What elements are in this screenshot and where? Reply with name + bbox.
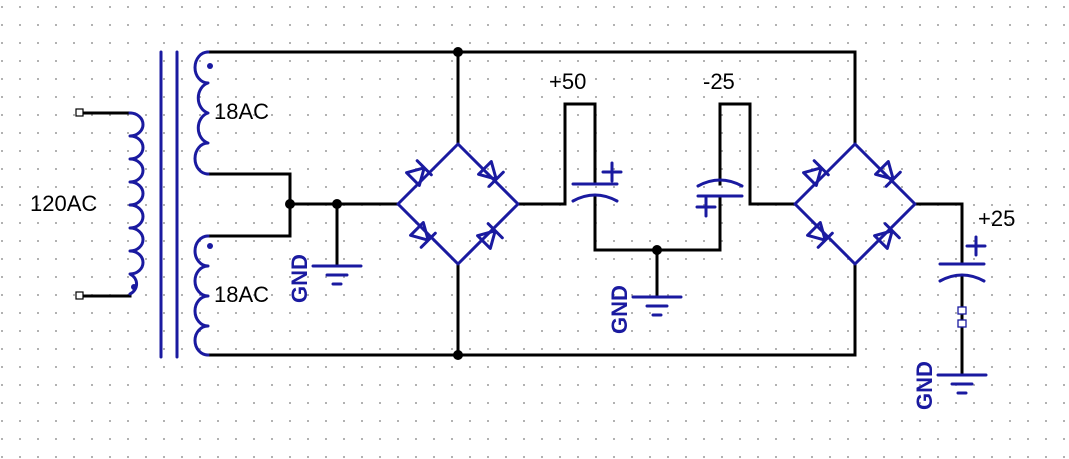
polarized-capacitor-icon	[571, 161, 623, 203]
polarized-capacitor-icon	[938, 235, 987, 283]
secondary-top-label: 18AC	[214, 99, 269, 124]
polarized-capacitor-icon	[695, 178, 744, 218]
bridge-rectifier-icon	[396, 142, 520, 266]
wires	[78, 50, 964, 376]
rail-pos50-label: +50	[549, 69, 586, 94]
primary-pin-bottom	[75, 291, 84, 300]
gnd-label: GND	[287, 254, 312, 303]
ground-icon	[311, 264, 363, 286]
bridge-rectifier-icon	[793, 142, 917, 266]
gnd-label: GND	[912, 361, 937, 410]
primary-voltage-label: 120AC	[30, 191, 97, 216]
transformer-icon	[128, 50, 213, 359]
secondary-bottom-label: 18AC	[214, 282, 269, 307]
gnd-label: GND	[607, 285, 632, 334]
rail-neg25-label: -25	[703, 69, 735, 94]
test-point-icon	[957, 319, 967, 328]
ground-icon	[936, 373, 988, 395]
ground-icon	[631, 295, 683, 317]
primary-pin-top	[75, 108, 84, 117]
rail-pos25-label: +25	[978, 206, 1015, 231]
test-point-icon	[957, 306, 967, 315]
junction-dots	[285, 47, 662, 360]
